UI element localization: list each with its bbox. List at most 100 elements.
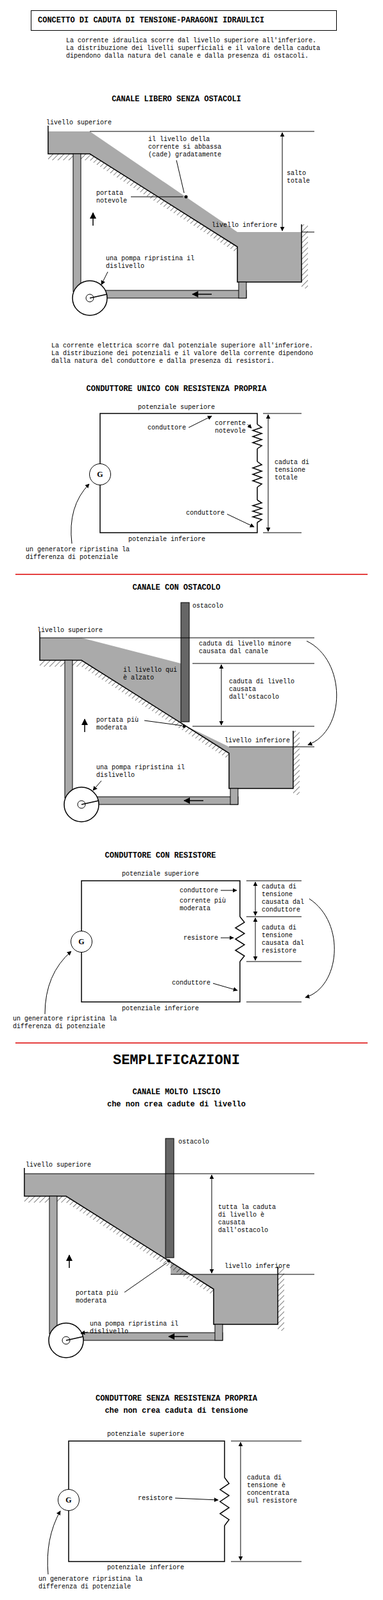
title-box: CONCETTO DI CADUTA DI TENSIONE-PARAGONI … (30, 10, 337, 31)
annotation-label: potenziale inferiore (107, 1565, 185, 1574)
annotation-label: caduta di tensione causata dal conduttor… (261, 884, 307, 915)
generator-circle: G (70, 931, 93, 954)
drawing-stroke (39, 632, 300, 823)
resistor-symbol (252, 424, 262, 450)
annotation-label: caduta di tensione totale (274, 459, 314, 483)
drawing-stroke (192, 663, 315, 665)
annotation-label: corrente più moderata (179, 898, 231, 914)
drawing-stroke (44, 952, 72, 1015)
section-heading: SEMPLIFICAZIONI (112, 1053, 240, 1071)
annotation-label: una pompa ripristina il dislivello (105, 255, 203, 271)
annotation-label: potenziale inferiore (121, 1005, 199, 1014)
annotation-label: conduttore (179, 887, 219, 896)
resistor-symbol (220, 1478, 230, 1527)
drawing-stroke (81, 881, 240, 1003)
drawing-stroke (39, 638, 315, 639)
generator-circle: G (57, 1490, 80, 1513)
annotation-label: La corrente elettrica scorre dal potenzi… (51, 342, 318, 366)
annotation-label: caduta di tensione causata dal resistore (261, 925, 307, 956)
annotation-label: conduttore (186, 510, 225, 518)
section-heading: che non crea cadute di livello (107, 1100, 246, 1110)
annotation-label: resistore (183, 935, 219, 944)
drawing-stroke (246, 1002, 302, 1004)
drawing-stroke (211, 1175, 213, 1275)
annotation-label: conduttore (147, 424, 187, 433)
annotation-label: il livello qui è alzato (123, 667, 181, 683)
drawing-stroke (305, 899, 335, 999)
annotation-label: caduta di livello minore causata dal can… (198, 640, 296, 657)
drawing-stroke (184, 195, 188, 199)
drawing-stroke (230, 1442, 302, 1443)
annotation-label: potenziale superiore (107, 1431, 185, 1440)
drawing-stroke (165, 1139, 174, 1259)
drawing-stroke (192, 726, 315, 728)
drawing-stroke (48, 125, 308, 316)
drawing-stroke (282, 132, 283, 231)
annotation-label: potenziale superiore (121, 871, 199, 879)
annotation-label: livello inferiore (224, 1263, 290, 1272)
drawing-stroke (306, 641, 337, 746)
drawing-stroke (15, 574, 368, 576)
annotation-label: livello inferiore (211, 221, 278, 230)
annotation-label: livello superiore (37, 627, 103, 636)
drawing-stroke (255, 882, 256, 917)
section-heading: CONDUTTORE UNICO CON RESISTENZA PROPRIA (86, 384, 267, 394)
section-heading: CANALE LIBERO SENZA OSTACOLI (111, 94, 242, 104)
drawing-stroke (227, 514, 255, 528)
section-heading: che non crea caduta di tensione (104, 1407, 248, 1417)
generator-label: G (96, 470, 103, 480)
generator-label: G (65, 1496, 72, 1507)
drawing-stroke (263, 413, 302, 415)
section-heading: CANALE CON OSTACOLO (132, 583, 221, 593)
drawing-stroke (93, 781, 102, 792)
drawing-stroke (24, 1174, 315, 1176)
drawing-stroke (240, 1443, 242, 1562)
generator-circle: G (89, 463, 111, 486)
drawing-stroke (220, 938, 234, 940)
annotation-label: conduttore (171, 980, 211, 988)
annotation-label: una pompa ripristina il dislivello (96, 764, 193, 781)
resistor-symbol (252, 461, 262, 488)
drawing-stroke (247, 424, 252, 429)
drawing-stroke (176, 160, 185, 194)
resistor-symbol (235, 917, 245, 963)
annotation-label: ostacolo (178, 1139, 210, 1148)
section-heading: CONDUTTORE CON RESISTORE (105, 851, 217, 861)
drawing-stroke (68, 1442, 225, 1563)
annotation-label: un generatore ripristina la differenza d… (38, 1576, 148, 1593)
annotation-label: un generatore ripristina la differenza d… (25, 546, 135, 562)
annotation-label: corrente notevole (214, 420, 251, 436)
generator-label: G (78, 937, 85, 948)
annotation-label: livello superiore (25, 1162, 92, 1171)
annotation-label: una pompa ripristina il dislivello (89, 1321, 187, 1337)
drawing-stroke (144, 721, 183, 727)
annotation-label: caduta di tensione è concentrata sul res… (246, 1475, 299, 1507)
annotation-label: portata notevole (96, 189, 133, 206)
drawing-stroke (182, 725, 187, 729)
drawing-stroke (221, 665, 222, 726)
drawing-stroke (124, 1263, 167, 1294)
drawing-stroke (47, 1512, 61, 1576)
drawing-stroke (301, 232, 315, 233)
drawing-stroke (188, 416, 212, 428)
title-text: CONCETTO DI CADUTA DI TENSIONE-PARAGONI … (37, 16, 265, 26)
drawing-stroke (71, 484, 90, 545)
drawing-stroke (175, 1499, 219, 1502)
annotation-label: livello inferiore (224, 737, 290, 746)
drawing-stroke (268, 415, 269, 532)
annotation-label: potenziale superiore (137, 404, 215, 412)
resistor-symbol (252, 500, 262, 523)
annotation-label: il livello della corrente si abbassa (ca… (148, 136, 229, 160)
drawing-stroke (167, 1260, 171, 1264)
annotation-label: salto totale (286, 170, 319, 186)
annotation-label: un generatore ripristina la differenza d… (12, 1016, 122, 1032)
drawing-stroke (220, 891, 237, 892)
drawing-stroke (39, 603, 300, 823)
drawing-stroke (100, 413, 258, 534)
drawing-stroke (212, 984, 238, 992)
drawing-stroke (170, 1275, 315, 1277)
drawing-stroke (255, 918, 256, 962)
